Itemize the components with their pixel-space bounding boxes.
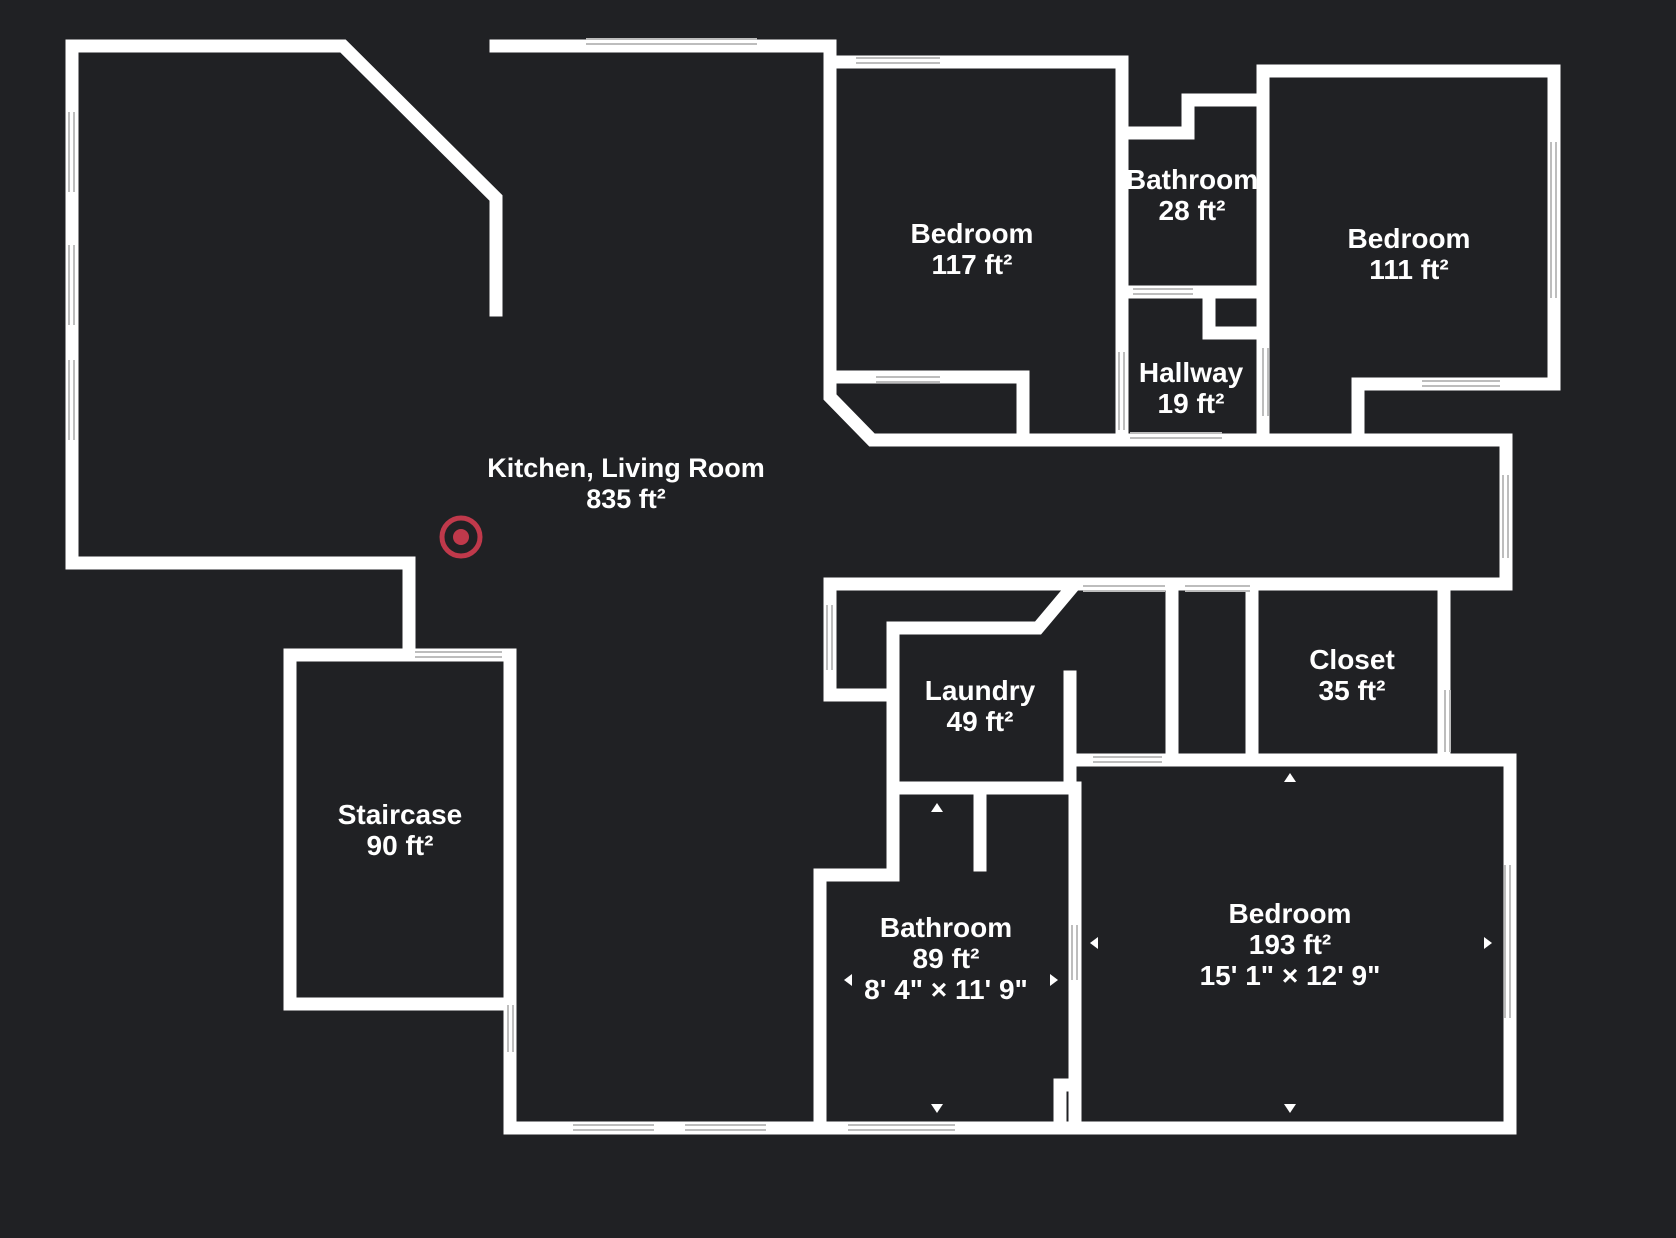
room-area: 90 ft² (367, 830, 434, 861)
arrow-up-icon (931, 803, 943, 812)
arrow-down-icon (931, 1104, 943, 1113)
arrow-right-icon (1484, 937, 1492, 949)
room-label: Bedroom (1229, 898, 1352, 929)
dimension-arrows (844, 773, 1492, 1113)
room-label: Kitchen, Living Room (487, 453, 765, 483)
arrow-left-icon (1090, 937, 1098, 949)
room-label: Bathroom (1126, 164, 1258, 195)
room-label: Bathroom (880, 912, 1012, 943)
arrow-left-icon (844, 974, 852, 986)
outer-wall (65, 39, 1561, 1135)
walls (65, 39, 1561, 1135)
room-area: 89 ft² (913, 943, 980, 974)
room-area: 28 ft² (1159, 195, 1226, 226)
wall-bathroom-89 (813, 781, 1077, 1135)
room-label: Hallway (1139, 357, 1244, 388)
arrow-up-icon (1284, 773, 1296, 782)
room-label: Laundry (925, 675, 1036, 706)
arrow-down-icon (1284, 1104, 1296, 1113)
room-area: 111 ft² (1369, 254, 1448, 285)
room-label: Staircase (338, 799, 463, 830)
windows (68, 38, 1557, 1131)
room-area: 35 ft² (1319, 675, 1386, 706)
location-target-icon[interactable] (439, 515, 483, 559)
room-dimensions: 8' 4" × 11' 9" (864, 974, 1028, 1005)
room-area: 19 ft² (1158, 388, 1225, 419)
room-labels: Kitchen, Living Room 835 ft² Bedroom 117… (338, 164, 1471, 1005)
room-label: Closet (1309, 644, 1395, 675)
arrow-right-icon (1050, 974, 1058, 986)
room-label: Bedroom (911, 218, 1034, 249)
room-area: 835 ft² (586, 484, 666, 514)
room-dimensions: 15' 1" × 12' 9" (1200, 960, 1381, 991)
room-area: 49 ft² (947, 706, 1014, 737)
room-area: 117 ft² (932, 249, 1013, 280)
room-label: Bedroom (1348, 223, 1471, 254)
room-area: 193 ft² (1249, 929, 1331, 960)
wall-laundry (823, 577, 1451, 1135)
